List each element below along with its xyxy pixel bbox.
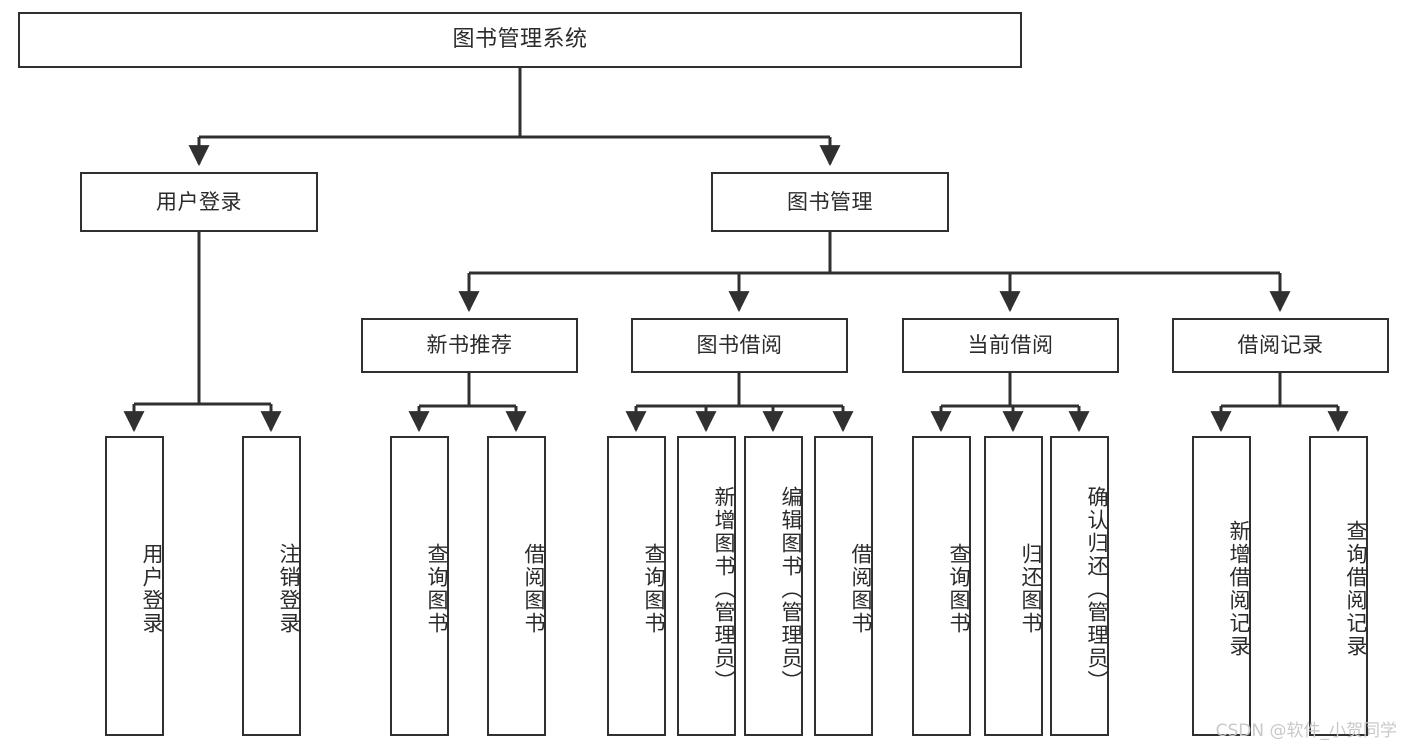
node-leaf-query-book-2[interactable]: 查询图书	[607, 436, 666, 736]
node-book-borrow-label: 图书借阅	[696, 333, 783, 358]
node-leaf-user-login[interactable]: 用户登录	[105, 436, 164, 736]
node-leaf-add-record-label: 新增借阅记录	[1227, 520, 1251, 658]
watermark: CSDN @软件_小贺同学	[1215, 721, 1397, 741]
node-leaf-borrow-book-1[interactable]: 借阅图书	[487, 436, 546, 736]
node-leaf-return-book-label: 归还图书	[1019, 543, 1043, 635]
node-leaf-add-book-label: 新增图书（管理员）	[712, 485, 736, 693]
node-root[interactable]: 图书管理系统	[18, 12, 1022, 68]
node-leaf-add-book[interactable]: 新增图书（管理员）	[677, 436, 736, 736]
node-leaf-user-login-label: 用户登录	[140, 543, 164, 635]
node-leaf-logout-label: 注销登录	[277, 543, 301, 635]
node-leaf-return-book[interactable]: 归还图书	[984, 436, 1043, 736]
node-leaf-edit-book-label: 编辑图书（管理员）	[779, 485, 803, 693]
node-leaf-add-record[interactable]: 新增借阅记录	[1192, 436, 1251, 736]
node-book-borrow[interactable]: 图书借阅	[631, 318, 848, 373]
node-new-book-recommend[interactable]: 新书推荐	[361, 318, 578, 373]
node-leaf-confirm-return-label: 确认归还（管理员）	[1085, 485, 1109, 693]
node-borrow-record-label: 借阅记录	[1237, 333, 1324, 358]
node-leaf-query-book-3[interactable]: 查询图书	[912, 436, 971, 736]
node-current-borrow[interactable]: 当前借阅	[902, 318, 1119, 373]
node-leaf-edit-book[interactable]: 编辑图书（管理员）	[744, 436, 803, 736]
node-leaf-confirm-return[interactable]: 确认归还（管理员）	[1050, 436, 1109, 736]
node-leaf-borrow-book-2[interactable]: 借阅图书	[814, 436, 873, 736]
node-leaf-query-record-label: 查询借阅记录	[1344, 520, 1368, 658]
node-leaf-query-book-1[interactable]: 查询图书	[390, 436, 449, 736]
node-root-label: 图书管理系统	[452, 27, 588, 53]
node-leaf-query-record[interactable]: 查询借阅记录	[1309, 436, 1368, 736]
node-leaf-logout[interactable]: 注销登录	[242, 436, 301, 736]
node-book-manage-label: 图书管理	[787, 189, 873, 214]
node-borrow-record[interactable]: 借阅记录	[1172, 318, 1389, 373]
node-new-book-recommend-label: 新书推荐	[426, 333, 513, 358]
node-book-manage[interactable]: 图书管理	[711, 172, 949, 232]
node-user-login-label: 用户登录	[156, 189, 242, 214]
node-leaf-borrow-book-1-label: 借阅图书	[522, 543, 546, 635]
node-current-borrow-label: 当前借阅	[967, 333, 1054, 358]
node-user-login[interactable]: 用户登录	[80, 172, 318, 232]
node-leaf-borrow-book-2-label: 借阅图书	[849, 543, 873, 635]
node-leaf-query-book-2-label: 查询图书	[642, 543, 666, 635]
node-leaf-query-book-3-label: 查询图书	[947, 543, 971, 635]
node-leaf-query-book-1-label: 查询图书	[425, 543, 449, 635]
